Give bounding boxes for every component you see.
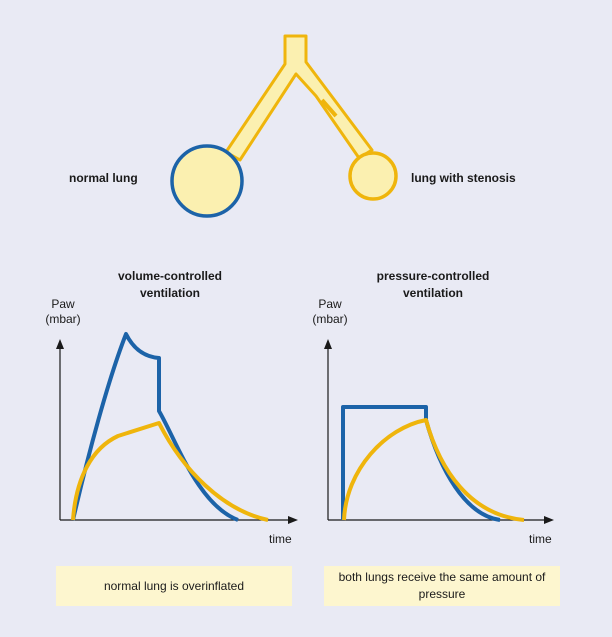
stenosis-mark — [320, 98, 338, 118]
pressure-y-axis-label: Paw (mbar) — [305, 297, 355, 327]
volume-chart-axes — [56, 339, 298, 524]
pressure-chart-title: pressure-controlled ventilation — [358, 268, 508, 302]
pressure-chart-note: both lungs receive the same amount of pr… — [324, 566, 560, 606]
pressure-chart-title-line2: ventilation — [402, 286, 463, 300]
airway-shape — [224, 34, 374, 162]
volume-y-axis-label-line2: (mbar) — [45, 312, 81, 326]
volume-y-axis-label-line1: Paw — [51, 297, 75, 311]
normal-lung-label: normal lung — [69, 171, 138, 185]
volume-stenosis-lung-curve — [71, 421, 269, 522]
pressure-y-axis-label-line2: (mbar) — [312, 312, 348, 326]
volume-chart-title-line2: ventilation — [139, 286, 200, 300]
pressure-x-axis-label: time — [529, 532, 552, 546]
normal-lung-circle — [170, 144, 244, 218]
pressure-chart-axes — [324, 339, 554, 524]
pressure-stenosis-lung-curve — [342, 418, 525, 522]
pressure-chart-title-line1: pressure-controlled — [376, 269, 490, 283]
volume-chart-note: normal lung is overinflated — [56, 566, 292, 606]
stenosis-lung-circle — [348, 151, 398, 201]
pressure-normal-lung-curve — [341, 405, 501, 522]
volume-chart-title: volume-controlled ventilation — [100, 268, 240, 302]
volume-x-axis-label: time — [269, 532, 292, 546]
stenosis-lung-label: lung with stenosis — [411, 171, 516, 185]
pressure-y-axis-label-line1: Paw — [318, 297, 342, 311]
volume-y-axis-label: Paw (mbar) — [38, 297, 88, 327]
airway-tree — [170, 34, 398, 218]
volume-chart-title-line1: volume-controlled — [117, 269, 222, 283]
